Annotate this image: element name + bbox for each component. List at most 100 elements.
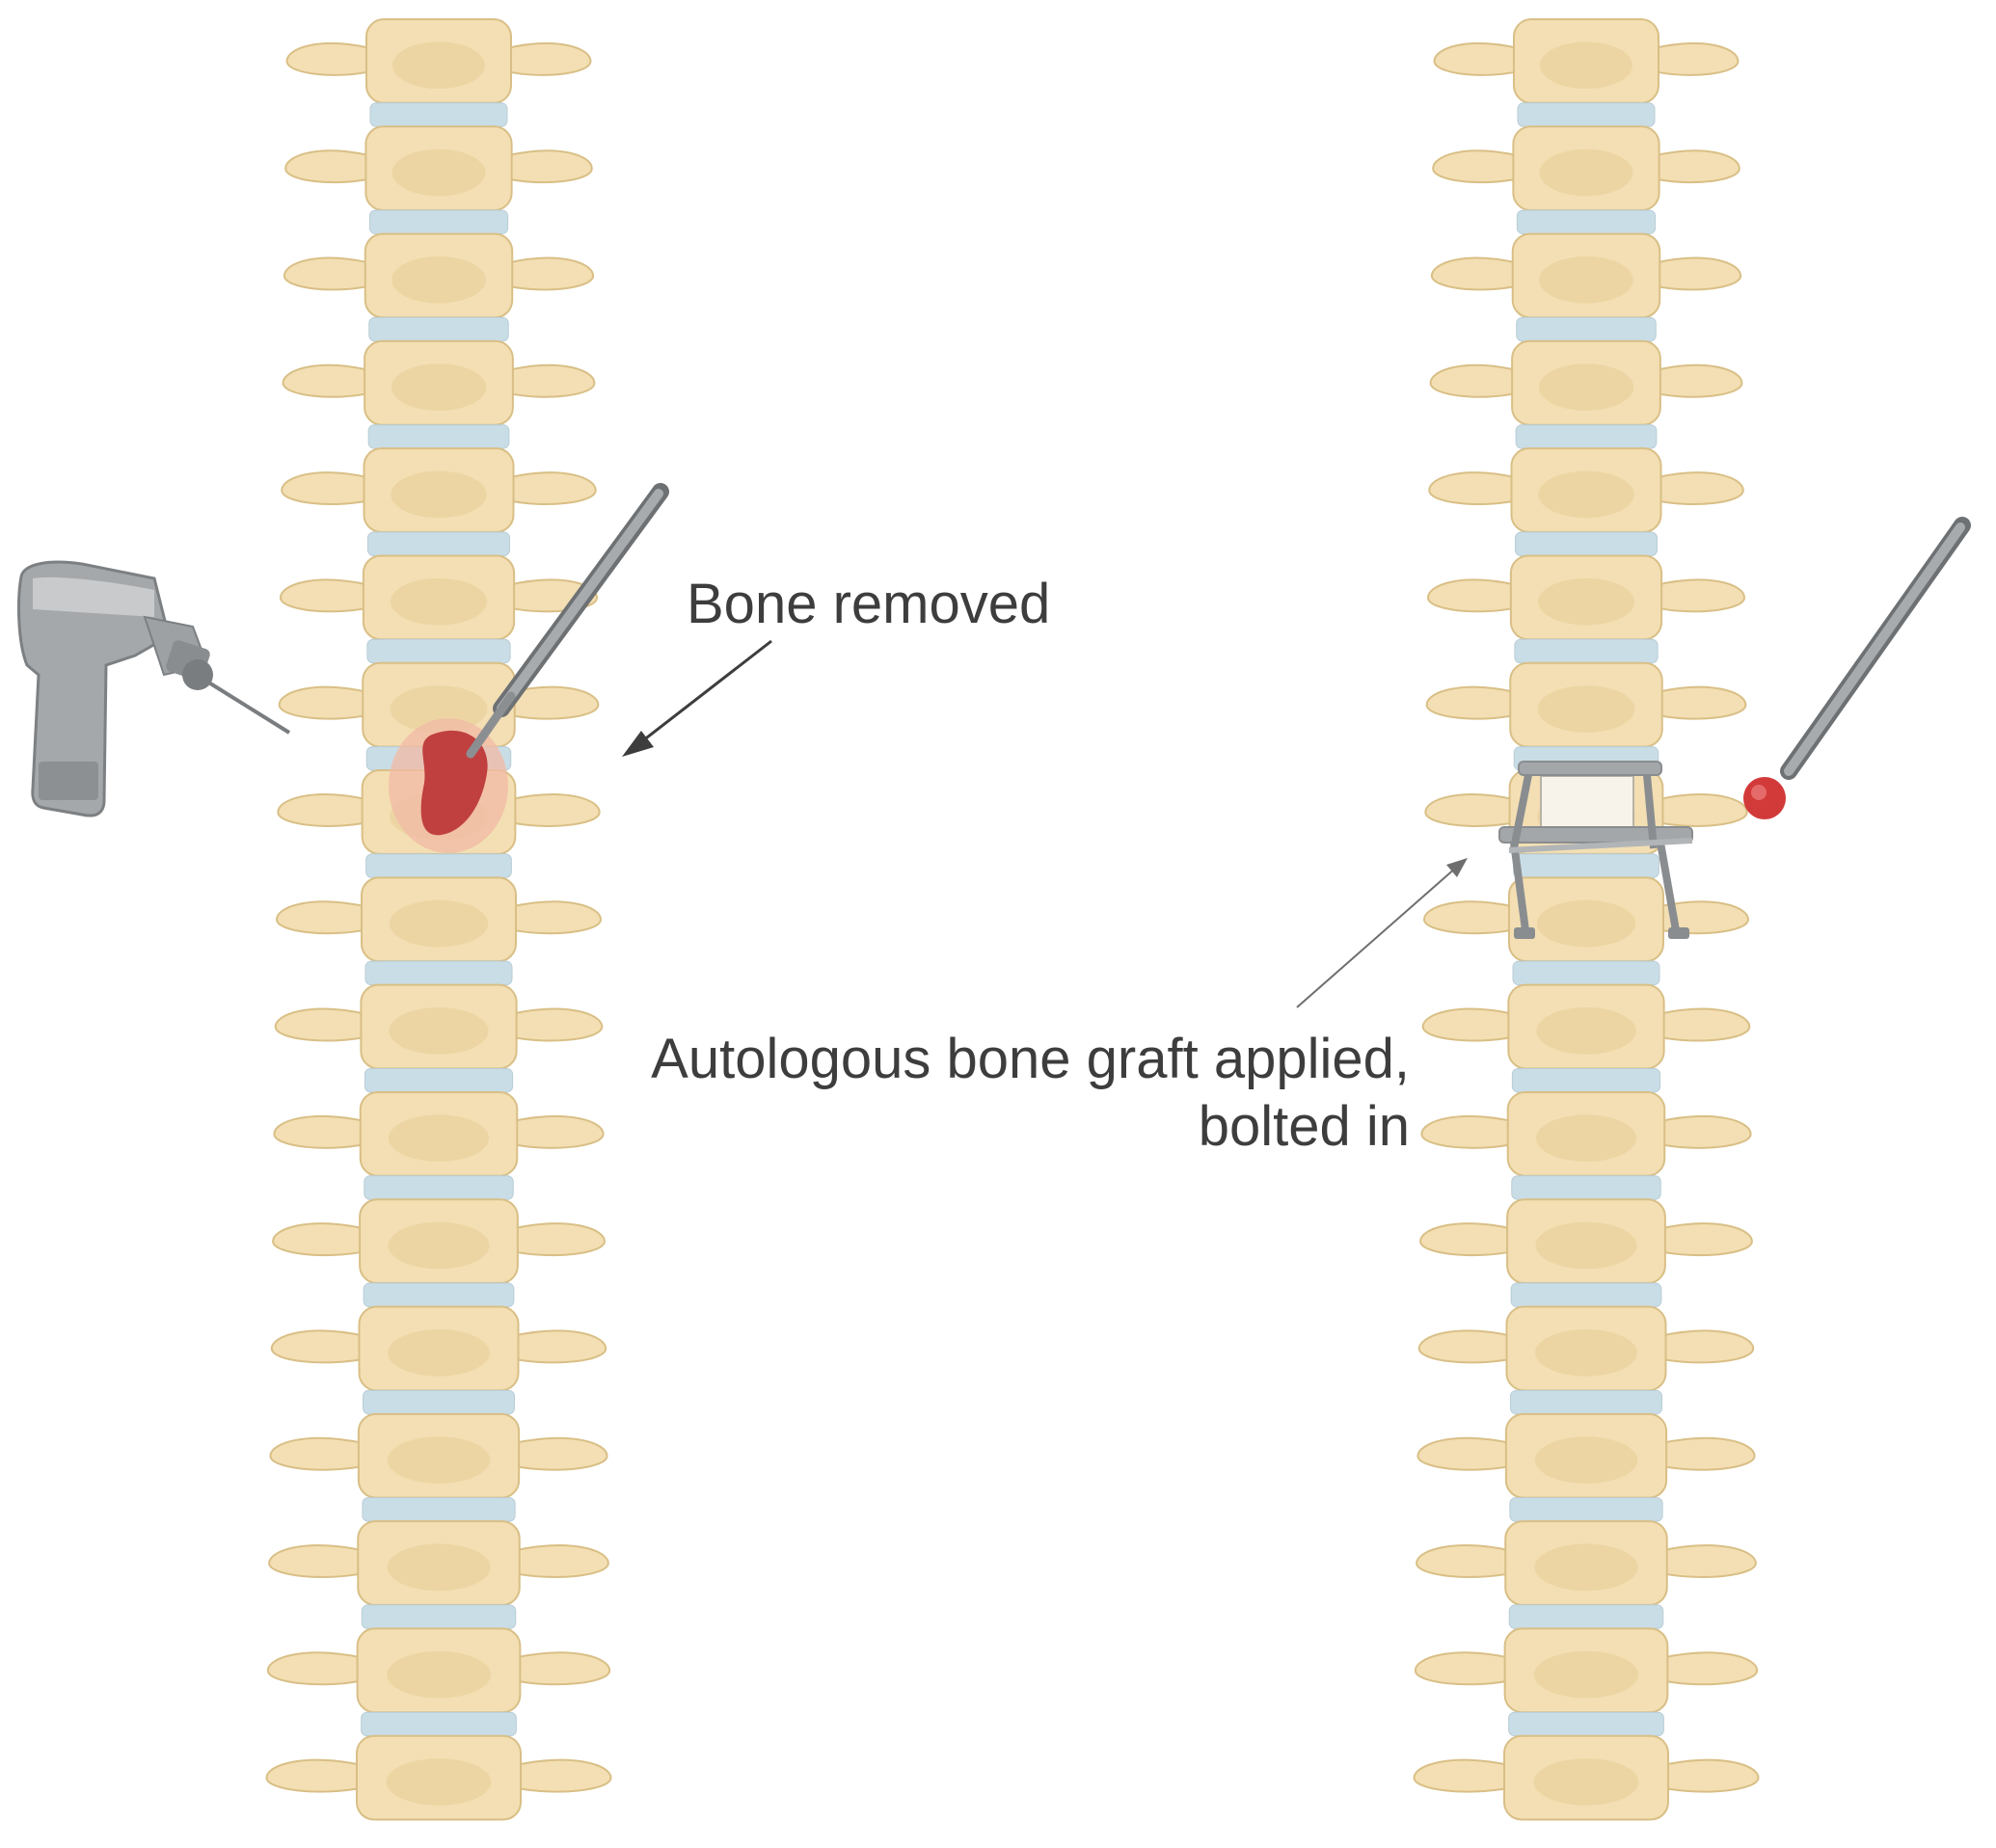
intervertebral-disc (1514, 638, 1659, 664)
transverse-process (283, 256, 372, 291)
vertebra-shade (1538, 577, 1634, 626)
arrow-bone-graft (1296, 858, 1468, 1008)
transverse-process (1661, 1758, 1760, 1793)
intervertebral-disc (363, 1389, 515, 1415)
intervertebral-disc (365, 853, 512, 878)
transverse-process (1425, 685, 1518, 720)
intervertebral-disc (362, 1497, 516, 1522)
vertebra-shade (1536, 1114, 1636, 1162)
transverse-process (1433, 42, 1521, 76)
transverse-process (273, 1114, 367, 1149)
transverse-process (509, 1007, 604, 1042)
vertebra-shade (1535, 1328, 1637, 1377)
intervertebral-disc (364, 1067, 514, 1093)
transverse-process (282, 363, 372, 398)
intervertebral-disc (1508, 1711, 1664, 1737)
transverse-process (1414, 1651, 1512, 1686)
transverse-process (1424, 793, 1517, 827)
transverse-process (1422, 900, 1516, 935)
transverse-process (1659, 1544, 1757, 1578)
intervertebral-disc (1513, 853, 1659, 878)
intervertebral-disc (1512, 960, 1660, 986)
transverse-process (1659, 1329, 1755, 1364)
intervertebral-disc (361, 1711, 517, 1737)
intervertebral-disc (1511, 1067, 1661, 1093)
transverse-process (508, 793, 601, 827)
transverse-process (1654, 471, 1744, 505)
transverse-process (268, 1544, 365, 1578)
transverse-process (272, 1222, 367, 1257)
transverse-process (507, 685, 600, 720)
transverse-process (1428, 471, 1519, 505)
vertebra-shade (389, 1114, 489, 1162)
transverse-process (1659, 1436, 1756, 1471)
transverse-process (1426, 578, 1518, 613)
intervertebral-disc (1510, 1282, 1662, 1308)
transverse-process (277, 793, 369, 827)
vertebra-shade (389, 899, 489, 948)
vertebra-shade (1533, 1758, 1639, 1806)
transverse-process (509, 900, 603, 935)
arrow-bone-removed (622, 639, 772, 757)
transverse-process (512, 1436, 608, 1471)
vertebra-shade (1534, 1436, 1638, 1484)
bone-removal-site (389, 718, 508, 853)
transverse-process (284, 149, 373, 184)
vertebra-shade (1536, 1007, 1636, 1055)
transverse-process (1430, 256, 1520, 291)
vertebra-shade (391, 363, 487, 411)
intervertebral-disc (363, 1282, 515, 1308)
transverse-process (1413, 1758, 1511, 1793)
transverse-process (1420, 1114, 1515, 1149)
transverse-process (505, 363, 596, 398)
transverse-process (1432, 149, 1521, 184)
label-bone-graft-line1: Autologous bone graft applied, (651, 1028, 1410, 1090)
surgical-probe-icon (466, 483, 669, 759)
vertebra-shade (1534, 1650, 1638, 1699)
vertebra-shade (392, 41, 485, 90)
vertebra-shade (1539, 256, 1633, 304)
transverse-process (1419, 1222, 1515, 1257)
transverse-process (512, 1544, 609, 1578)
vertebra-shade (387, 1543, 491, 1592)
intervertebral-disc (1508, 1604, 1664, 1629)
label-bone-removed: Bone removed (687, 573, 1051, 635)
transverse-process (513, 1651, 611, 1686)
intervertebral-disc (1516, 316, 1657, 342)
bolted-bone-graft-icon (1498, 761, 1693, 939)
intervertebral-disc (1511, 1175, 1661, 1200)
transverse-process (1657, 1007, 1751, 1042)
transverse-process (281, 471, 371, 505)
transverse-process (1653, 363, 1743, 398)
label-bone-graft-line2: bolted in (1198, 1095, 1410, 1158)
transverse-process (1416, 1436, 1513, 1471)
intervertebral-disc (1515, 531, 1658, 556)
transverse-process (1652, 149, 1740, 184)
vertebra-shade (391, 577, 487, 626)
intervertebral-disc (1510, 1389, 1662, 1415)
transverse-process (275, 900, 368, 935)
transverse-process (504, 42, 592, 76)
intervertebral-disc (1509, 1497, 1663, 1522)
intervertebral-disc (364, 960, 513, 986)
intervertebral-disc (1517, 102, 1656, 127)
transverse-process (510, 1222, 606, 1257)
vertebra-shade (1535, 1221, 1637, 1270)
spine-before (265, 18, 612, 1821)
transverse-process (285, 42, 373, 76)
vertebra-shade (1539, 148, 1633, 197)
spine-after (1413, 18, 1760, 1821)
transverse-process (279, 578, 370, 613)
surgical-drill-icon (17, 560, 291, 817)
vertebra-shade (391, 256, 486, 304)
surgical-probe-icon (1743, 517, 1971, 819)
transverse-process (1653, 256, 1742, 291)
transverse-process (510, 1114, 605, 1149)
intervertebral-disc (368, 209, 509, 235)
transverse-process (505, 256, 595, 291)
vertebra-shade (389, 1007, 489, 1055)
transverse-process (1652, 42, 1740, 76)
transverse-process (265, 1758, 364, 1793)
intervertebral-disc (1516, 209, 1657, 235)
transverse-process (514, 1758, 612, 1793)
